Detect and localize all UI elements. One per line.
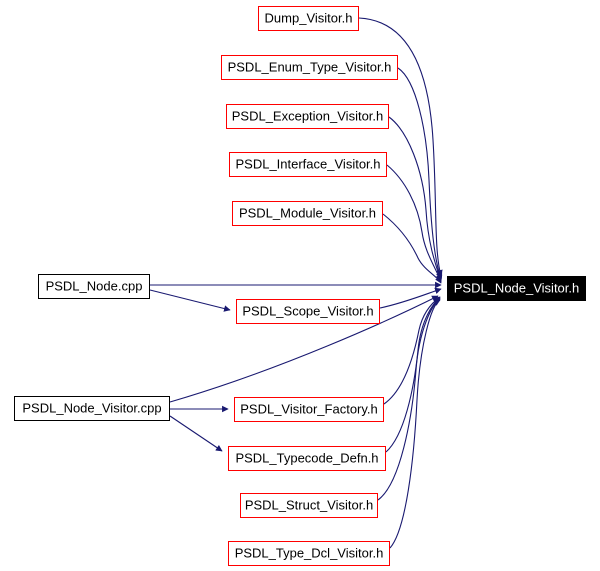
edge-typecode-defn — [385, 297, 441, 453]
edge-enum-type-visitor — [397, 67, 443, 280]
node-label: PSDL_Interface_Visitor.h — [235, 156, 381, 172]
node-label: PSDL_Exception_Visitor.h — [231, 108, 384, 124]
edge-type-dcl-visitor — [389, 299, 441, 549]
edge-node-cpp-to-scope-visitor — [149, 289, 231, 312]
node-label: PSDL_Node_Visitor.cpp — [22, 400, 162, 416]
graph-node-psdl-visitor-factory-h[interactable]: PSDL_Visitor_Factory.h — [234, 397, 384, 422]
node-label: PSDL_Visitor_Factory.h — [240, 401, 378, 417]
node-label: Dump_Visitor.h — [264, 10, 353, 26]
graph-node-psdl-node-visitor-h: PSDL_Node_Visitor.h — [447, 276, 586, 301]
graph-node-psdl-exception-visitor-h[interactable]: PSDL_Exception_Visitor.h — [226, 104, 389, 129]
edge-node-visitor-cpp-to-typecode-defn — [169, 415, 223, 452]
edge-exception-visitor — [388, 116, 443, 282]
graph-node-psdl-module-visitor-h[interactable]: PSDL_Module_Visitor.h — [232, 201, 383, 226]
graph-node-psdl-enum-type-visitor-h[interactable]: PSDL_Enum_Type_Visitor.h — [221, 55, 398, 80]
edge-module-visitor — [382, 213, 442, 284]
graph-node-psdl-type-dcl-visitor-h[interactable]: PSDL_Type_Dcl_Visitor.h — [228, 541, 390, 566]
edge-scope-visitor — [379, 287, 442, 309]
node-label: PSDL_Enum_Type_Visitor.h — [227, 59, 392, 75]
graph-node-psdl-interface-visitor-h[interactable]: PSDL_Interface_Visitor.h — [229, 152, 387, 177]
graph-node-psdl-scope-visitor-h[interactable]: PSDL_Scope_Visitor.h — [236, 299, 380, 324]
node-label: PSDL_Typecode_Defn.h — [235, 450, 379, 466]
edge-visitor-factory — [383, 296, 441, 405]
node-label: PSDL_Struct_Visitor.h — [244, 497, 374, 513]
edge-struct-visitor — [377, 298, 441, 501]
graph-node-psdl-node-visitor-cpp[interactable]: PSDL_Node_Visitor.cpp — [14, 396, 170, 421]
graph-node-psdl-struct-visitor-h[interactable]: PSDL_Struct_Visitor.h — [240, 493, 378, 518]
graph-node-psdl-node-cpp[interactable]: PSDL_Node.cpp — [38, 274, 150, 299]
node-label: PSDL_Node_Visitor.h — [453, 280, 580, 296]
node-label: PSDL_Scope_Visitor.h — [242, 303, 374, 319]
node-label: PSDL_Module_Visitor.h — [238, 205, 377, 221]
graph-node-dump-visitor-h[interactable]: Dump_Visitor.h — [258, 6, 359, 31]
node-label: PSDL_Type_Dcl_Visitor.h — [234, 545, 384, 561]
edge-interface-visitor — [386, 164, 443, 283]
node-label: PSDL_Node.cpp — [45, 278, 143, 294]
graph-node-psdl-typecode-defn-h[interactable]: PSDL_Typecode_Defn.h — [228, 446, 386, 471]
